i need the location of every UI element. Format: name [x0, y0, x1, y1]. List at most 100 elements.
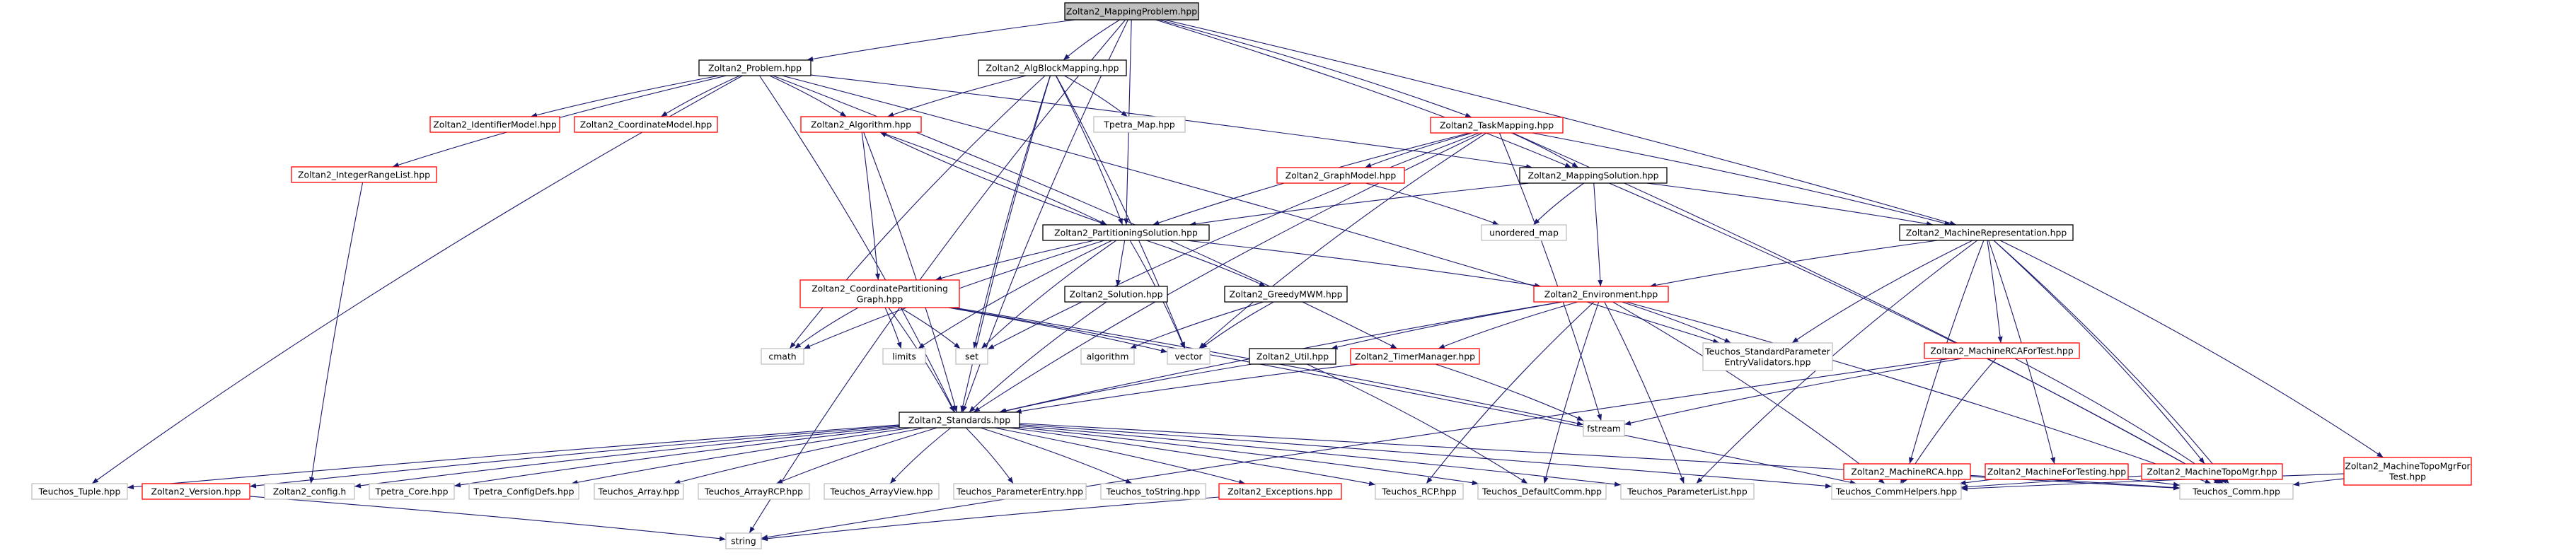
node-label: Zoltan2_PartitioningSolution.hpp — [1054, 228, 1198, 238]
edge-cpg-to-vector — [947, 307, 1168, 354]
node-box — [978, 59, 1127, 76]
node-box — [1080, 348, 1135, 365]
node-label: vector — [1174, 351, 1203, 362]
node-tch[interactable]: Teuchos_CommHelpers.hpp — [1831, 483, 1962, 500]
node-im[interactable]: Zoltan2_IdentifierModel.hpp — [429, 116, 560, 133]
node-label: Zoltan2_TimerManager.hpp — [1355, 351, 1475, 362]
node-box — [1350, 348, 1480, 365]
node-abm[interactable]: Zoltan2_AlgBlockMapping.hpp — [978, 59, 1127, 76]
node-ver[interactable]: Zoltan2_Version.hpp — [141, 483, 250, 500]
node-limits[interactable]: limits — [882, 348, 926, 365]
node-prob[interactable]: Zoltan2_Problem.hpp — [698, 59, 812, 76]
edge-ps-to-cpg — [935, 240, 1095, 281]
node-alg[interactable]: Zoltan2_Algorithm.hpp — [800, 116, 922, 133]
node-gm[interactable]: Zoltan2_GraphModel.hpp — [1276, 167, 1405, 184]
node-mr[interactable]: Zoltan2_MachineRepresentation.hpp — [1899, 224, 2074, 241]
node-label: Teuchos_RCP.hpp — [1381, 486, 1457, 497]
node-mft[interactable]: Zoltan2_MachineForTesting.hpp — [1985, 463, 2129, 480]
node-label: Teuchos_DefaultComm.hpp — [1482, 486, 1602, 497]
node-label: Tpetra_Core.hpp — [375, 486, 449, 497]
node-set[interactable]: set — [955, 348, 988, 365]
node-box — [1375, 483, 1464, 500]
node-box — [1843, 463, 1971, 480]
node-sol[interactable]: Zoltan2_Solution.hpp — [1064, 286, 1168, 303]
node-tspev[interactable]: Teuchos_StandardParameterEntryValidators… — [1702, 342, 1833, 371]
node-tpe[interactable]: Teuchos_ParameterEntry.hpp — [953, 483, 1087, 500]
node-tm[interactable]: Zoltan2_TaskMapping.hpp — [1430, 117, 1564, 134]
edge-timer-to-std — [1015, 363, 1360, 414]
edge-mr-to-tcomm — [1993, 240, 2229, 484]
node-mp[interactable]: Zoltan2_MappingProblem.hpp — [1064, 2, 1199, 21]
node-exc[interactable]: Zoltan2_Exceptions.hpp — [1218, 483, 1342, 500]
node-tmap[interactable]: Tpetra_Map.hpp — [1093, 116, 1186, 133]
node-label: Zoltan2_GreedyMWM.hpp — [1230, 289, 1343, 300]
edge-std-to-tts — [980, 427, 1133, 484]
node-label: Teuchos_Array.hpp — [598, 486, 680, 497]
edge-tm-to-set — [987, 132, 1479, 350]
edge-alg-to-cpg — [861, 132, 881, 281]
node-fstream[interactable]: fstream — [1583, 420, 1625, 437]
edge-ps-to-limits — [918, 240, 1113, 349]
node-timer[interactable]: Zoltan2_TimerManager.hpp — [1350, 348, 1480, 365]
edge-tm-to-ms — [1511, 132, 1579, 168]
node-rcp[interactable]: Teuchos_RCP.hpp — [1375, 483, 1464, 500]
node-rcaft[interactable]: Zoltan2_MachineRCAForTest.hpp — [1924, 342, 2080, 359]
edge-abm-to-ps — [1055, 75, 1124, 226]
node-tcomm[interactable]: Teuchos_Comm.hpp — [2179, 483, 2294, 500]
node-tpl[interactable]: Teuchos_ParameterList.hpp — [1620, 483, 1755, 500]
node-box — [2141, 463, 2283, 480]
node-std[interactable]: Zoltan2_Standards.hpp — [899, 412, 1020, 428]
node-dc[interactable]: Teuchos_DefaultComm.hpp — [1477, 483, 1607, 500]
node-label: Zoltan2_MachineRCAForTest.hpp — [1930, 346, 2073, 356]
node-vector[interactable]: vector — [1167, 348, 1211, 365]
node-box — [291, 166, 437, 183]
edge-abm-to-tmap — [1064, 75, 1128, 117]
edge-irl-to-cfg — [309, 182, 364, 484]
node-cmath[interactable]: cmath — [761, 348, 804, 365]
node-box — [264, 483, 355, 500]
node-env[interactable]: Zoltan2_Environment.hpp — [1533, 286, 1669, 303]
node-rca[interactable]: Zoltan2_MachineRCA.hpp — [1843, 463, 1971, 480]
node-label: Teuchos_CommHelpers.hpp — [1835, 486, 1957, 497]
node-label: Tpetra_Map.hpp — [1103, 119, 1175, 130]
node-irl[interactable]: Zoltan2_IntegerRangeList.hpp — [291, 166, 437, 183]
edge-cpg-to-cmath — [794, 307, 859, 349]
node-ps[interactable]: Zoltan2_PartitioningSolution.hpp — [1042, 224, 1210, 241]
node-algorithm[interactable]: algorithm — [1080, 348, 1135, 365]
node-tcdefs[interactable]: Tpetra_ConfigDefs.hpp — [468, 483, 579, 500]
node-cm[interactable]: Zoltan2_CoordinateModel.hpp — [574, 116, 718, 133]
edge-ms-to-env — [1593, 182, 1603, 287]
node-tts[interactable]: Teuchos_toString.hpp — [1100, 483, 1206, 500]
edge-env-to-rcp — [1426, 301, 1595, 484]
node-label: Zoltan2_TaskMapping.hpp — [1440, 120, 1554, 131]
node-ms[interactable]: Zoltan2_MappingSolution.hpp — [1519, 167, 1668, 184]
node-topo[interactable]: Zoltan2_MachineTopoMgr.hpp — [2141, 463, 2283, 480]
edge-env-to-tspev — [1622, 301, 1731, 344]
node-tarr[interactable]: Teuchos_Array.hpp — [594, 483, 684, 500]
edge-abm-to-set — [973, 75, 1051, 349]
node-tarcp[interactable]: Teuchos_ArrayRCP.hpp — [698, 483, 810, 500]
edge-cpg-to-limits — [884, 307, 902, 349]
edge-tm-to-mr — [1532, 132, 1951, 226]
node-tuple[interactable]: Teuchos_Tuple.hpp — [31, 483, 128, 500]
edge-std-to-tuple — [127, 424, 900, 490]
edge-gmwm-to-algorithm — [1129, 301, 1264, 349]
node-string[interactable]: string — [725, 532, 762, 549]
node-box — [1985, 463, 2129, 480]
edge-tm-to-gm — [1365, 132, 1473, 168]
node-label: Zoltan2_MachineTopoMgrFor — [2345, 461, 2471, 472]
node-box — [1831, 483, 1962, 500]
node-box — [1702, 342, 1833, 371]
node-tcore[interactable]: Tpetra_Core.hpp — [369, 483, 455, 500]
node-label: Zoltan2_CoordinateModel.hpp — [580, 119, 712, 130]
node-umap[interactable]: unordered_map — [1481, 224, 1567, 241]
node-gmwm[interactable]: Zoltan2_GreedyMWM.hpp — [1224, 286, 1348, 303]
node-util[interactable]: Zoltan2_Util.hpp — [1249, 348, 1336, 365]
node-cfg[interactable]: Zoltan2_config.h — [264, 483, 355, 500]
node-box — [369, 483, 455, 500]
node-tav[interactable]: Teuchos_ArrayView.hpp — [824, 483, 940, 500]
node-box — [468, 483, 579, 500]
edge-std-to-tpl — [1019, 425, 1622, 487]
